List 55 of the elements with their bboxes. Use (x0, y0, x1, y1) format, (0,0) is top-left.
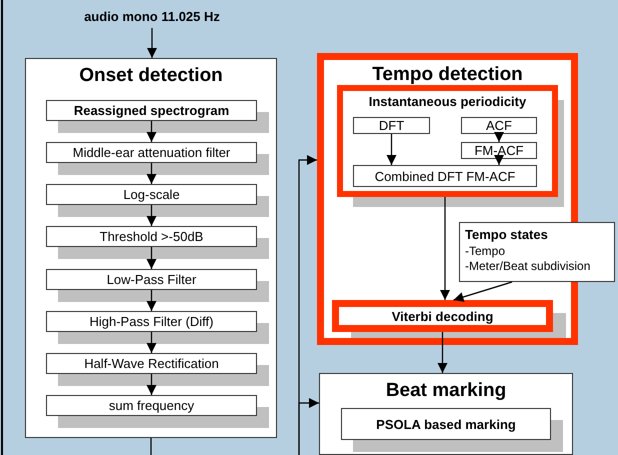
box-label: DFT (378, 118, 406, 133)
box-label: PSOLA based marking (375, 416, 517, 434)
process-box (461, 117, 537, 134)
input-label: audio mono 11.025 Hz (60, 6, 244, 28)
arrow (298, 398, 319, 455)
arrow (146, 205, 156, 226)
note-title: Tempo states (465, 227, 548, 242)
process-box (461, 142, 537, 159)
process-box (46, 395, 257, 416)
arrow (146, 332, 156, 353)
process-box (341, 408, 551, 440)
arrow (440, 197, 450, 300)
group-box (319, 373, 573, 455)
process-box (46, 311, 257, 332)
arrow (494, 132, 504, 142)
arrow (494, 155, 504, 165)
box-label: Log-scale (122, 186, 181, 204)
process-box (46, 100, 257, 121)
group-box (25, 58, 277, 438)
arrow (146, 247, 156, 269)
note-box (459, 222, 615, 282)
process-box (353, 117, 430, 134)
process-box (353, 165, 537, 187)
box-label: Reassigned spectrogram (72, 102, 230, 120)
group-box (337, 85, 558, 197)
arrow (386, 134, 396, 165)
arrow (146, 163, 156, 184)
arrow (147, 28, 157, 58)
process-box (46, 269, 257, 290)
arrow (438, 332, 448, 373)
arrow (453, 281, 512, 302)
note-item: -Tempo (465, 244, 506, 258)
box-label: Middle-ear attenuation filter (72, 144, 232, 162)
box-label: Combined DFT FM-ACF (374, 168, 516, 186)
box-label: FM-ACF (473, 143, 525, 158)
note-item: -Meter/Beat subdivision (465, 259, 590, 273)
box-label: Low-Pass Filter (106, 271, 198, 289)
group-title: Beat marking (384, 380, 508, 402)
box-label: Half-Wave Rectification (83, 355, 220, 373)
box-label: ACF (485, 118, 513, 133)
box-label: Threshold >-50dB (98, 228, 204, 246)
process-box (46, 226, 257, 247)
process-box (332, 300, 553, 332)
group-title: Instantaneous periodicity (368, 94, 528, 109)
group-title: Tempo detection (371, 64, 524, 86)
arrow (146, 121, 156, 142)
group-title: Onset detection (78, 65, 224, 87)
box-label: Viterbi decoding (390, 308, 494, 325)
process-box (46, 184, 257, 205)
box-label: sum frequency (108, 397, 196, 415)
process-box (46, 353, 257, 374)
process-box (46, 142, 257, 163)
arrow (146, 374, 156, 395)
arrow (146, 290, 156, 311)
box-label: High-Pass Filter (Diff) (88, 313, 214, 331)
